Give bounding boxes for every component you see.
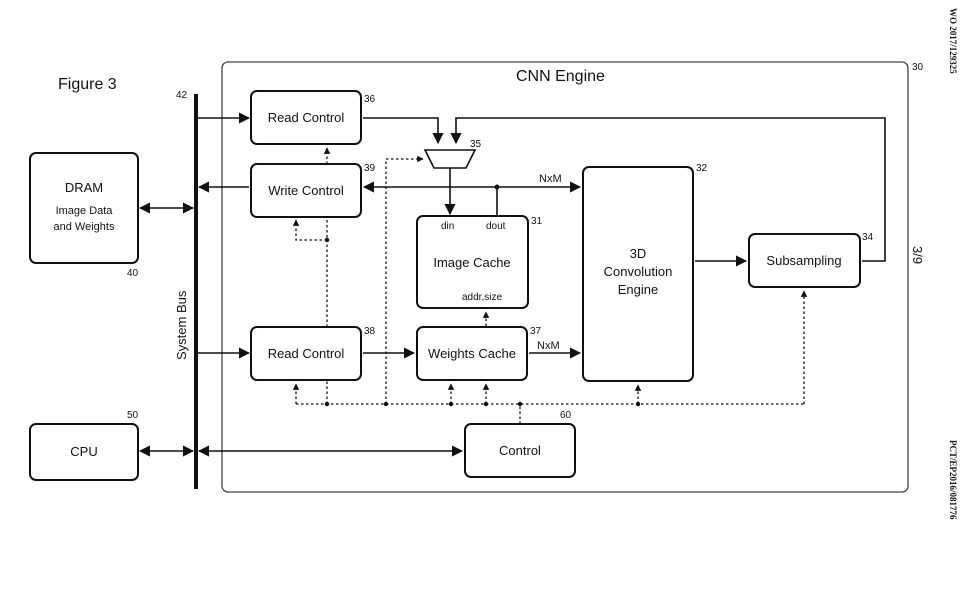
conv-engine-line2: Convolution — [604, 264, 673, 279]
subsampling-feedback — [450, 117, 886, 262]
dram-line2: and Weights — [54, 221, 115, 233]
weights-cache-block — [416, 326, 528, 381]
system-bus-ref: 42 — [176, 90, 188, 101]
read-control-top-ref: 36 — [364, 94, 376, 105]
image-cache-addr: addr,size — [462, 292, 502, 303]
write-control-block — [250, 163, 362, 218]
dram-title: DRAM — [65, 180, 103, 195]
read-control-bottom-label: Read Control — [268, 346, 345, 361]
cpu-label: CPU — [70, 444, 97, 459]
control-signal-network — [292, 147, 808, 424]
junction-dot — [494, 184, 500, 190]
image-cache-ref: 31 — [531, 216, 543, 227]
image-cache-block — [416, 215, 529, 309]
page-number: 3/9 — [910, 246, 925, 264]
cpu-block — [29, 423, 139, 481]
cnn-engine-boundary — [221, 61, 909, 493]
mux-block — [423, 149, 477, 169]
figure-label: Figure 3 — [58, 76, 117, 93]
publication-number: WO 2017/129325 — [948, 8, 958, 74]
image-cache-dout: dout — [486, 221, 506, 232]
control-ref: 60 — [560, 410, 572, 421]
system-bus-label: System Bus — [174, 290, 189, 360]
subsampling-label: Subsampling — [766, 253, 841, 268]
bus-width-top: NxM — [539, 173, 562, 185]
write-control-label: Write Control — [268, 183, 344, 198]
dram-block — [29, 152, 139, 264]
dram-ref: 40 — [127, 268, 139, 279]
subsampling-block — [748, 233, 861, 288]
weights-cache-ref: 37 — [530, 326, 542, 337]
conv-engine-block — [582, 166, 694, 382]
cnn-engine-ref: 30 — [912, 62, 924, 73]
cpu-ref: 50 — [127, 410, 139, 421]
conv-engine-line1: 3D — [630, 246, 647, 261]
read-control-bottom-block — [250, 326, 362, 381]
weights-cache-label: Weights Cache — [428, 346, 516, 361]
conv-engine-ref: 32 — [696, 163, 708, 174]
image-cache-label: Image Cache — [433, 255, 510, 270]
conv-engine-line3: Engine — [618, 282, 658, 297]
read-control-top-block — [250, 90, 362, 145]
mux-ref: 35 — [470, 139, 482, 150]
image-cache-din: din — [441, 221, 454, 232]
read-control-bottom-ref: 38 — [364, 326, 376, 337]
application-number: PCT/EP2016/081776 — [948, 440, 958, 520]
cnn-engine-title: CNN Engine — [516, 68, 605, 85]
control-label: Control — [499, 443, 541, 458]
dram-line1: Image Data — [56, 205, 114, 217]
subsampling-ref: 34 — [862, 232, 874, 243]
write-control-ref: 39 — [364, 163, 376, 174]
read-control-to-mux — [363, 117, 444, 145]
bus-width-bottom: NxM — [537, 340, 560, 352]
read-control-top-label: Read Control — [268, 110, 345, 125]
